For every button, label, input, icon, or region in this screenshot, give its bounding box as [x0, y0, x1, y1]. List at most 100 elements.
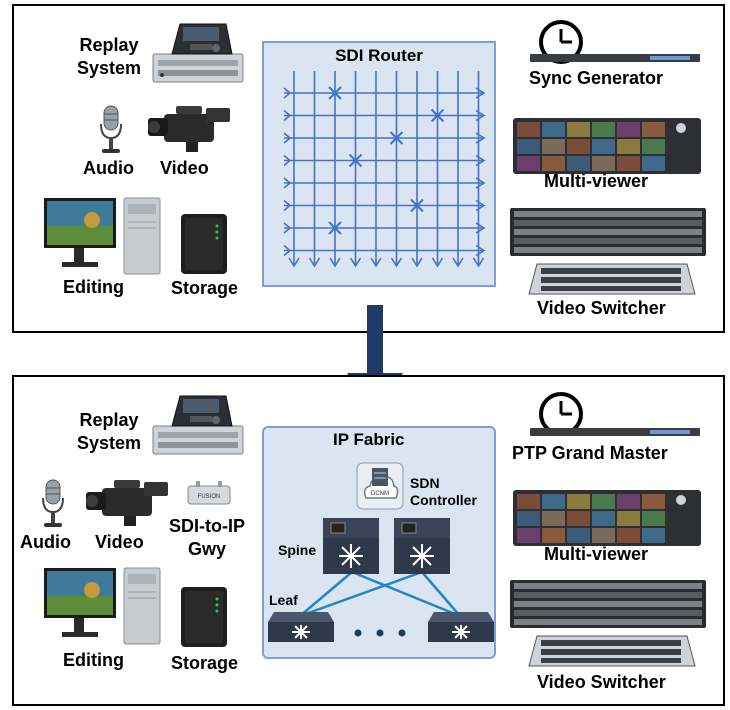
fabric-links — [299, 570, 461, 618]
matrix-output-arrow — [411, 257, 423, 268]
storage-label: Storage — [171, 278, 239, 298]
matrix-output-arrow — [390, 257, 403, 268]
leaf-switch-2 — [428, 612, 494, 642]
rack-icon-bottom — [510, 580, 706, 628]
crosspoint-mark — [328, 86, 342, 100]
video-switcher-label-bottom: Video Switcher — [537, 672, 666, 692]
matrix-output-arrow — [308, 257, 321, 268]
multiviewer-tile — [642, 139, 665, 154]
matrix-input-arrow — [475, 244, 486, 257]
multiviewer-tile — [567, 494, 590, 509]
ptp-grand-master-label: PTP Grand Master — [512, 443, 668, 463]
multiviewer-tile — [517, 139, 540, 154]
multiviewer-label: Multi-viewer — [544, 171, 649, 191]
video-camera-icon-bottom — [86, 480, 168, 526]
ip-fabric-title: IP Fabric — [333, 430, 405, 449]
matrix-input-tail — [283, 154, 292, 167]
matrix-input-tail — [283, 244, 292, 257]
matrix-output-arrow — [288, 257, 300, 268]
multiviewer-icon — [513, 118, 701, 174]
multiviewer-label-bottom: Multi-viewer — [544, 544, 649, 564]
gateway-brand-text: FUSION — [198, 494, 221, 500]
video-label-bottom: Video — [95, 532, 144, 552]
rack-row — [514, 592, 702, 598]
rack-row — [514, 220, 702, 226]
matrix-input-tail — [283, 222, 292, 234]
multiviewer-tile — [542, 494, 565, 509]
multiviewer-tile — [592, 122, 615, 137]
matrix-input-arrow — [475, 222, 486, 234]
matrix-input-tail — [283, 199, 292, 212]
matrix-output-arrow — [452, 257, 464, 268]
matrix-output-arrow — [349, 257, 362, 268]
rack-row — [514, 229, 702, 235]
matrix-input-arrow — [475, 154, 486, 167]
multiviewer-tile — [517, 122, 540, 137]
leaf-ellipsis-dots — [354, 629, 406, 637]
storage-icon-bottom — [181, 587, 227, 647]
matrix-output-arrow — [370, 257, 382, 268]
rack-row — [514, 610, 702, 616]
gateway-label-line2: Gwy — [187, 539, 226, 559]
crosspoint-matrix — [283, 71, 486, 268]
microphone-icon-bottom — [42, 479, 64, 527]
rack-row — [514, 247, 702, 253]
multiviewer-tile — [592, 511, 615, 526]
multiviewer-tile — [542, 122, 565, 137]
leaf-label: Leaf — [269, 592, 298, 608]
multiviewer-tile — [542, 139, 565, 154]
replay-system-label-line2: System — [76, 58, 142, 78]
multiviewer-tile — [542, 156, 565, 171]
multiviewer-tile — [617, 528, 640, 543]
crosspoint-mark — [430, 108, 445, 123]
multiviewer-tile — [617, 511, 640, 526]
replay-system-icon — [152, 23, 244, 83]
multiviewer-icon-bottom — [513, 490, 701, 546]
multiviewer-tile — [592, 494, 615, 509]
multiviewer-tile — [642, 122, 665, 137]
multiviewer-tile — [592, 139, 615, 154]
matrix-input-tail — [283, 109, 292, 122]
rack-router-icon — [510, 208, 706, 256]
multiviewer-tile — [567, 511, 590, 526]
multiviewer-tile — [617, 139, 640, 154]
rack-row — [514, 211, 702, 217]
rack-row — [514, 601, 702, 607]
video-label: Video — [160, 158, 209, 178]
matrix-input-arrow — [475, 87, 486, 99]
sync-generator-device — [530, 54, 700, 62]
multiviewer-tile — [567, 122, 590, 137]
sdn-label-line1: SDN — [410, 475, 440, 491]
multiviewer-tile — [617, 494, 640, 509]
microphone-icon — [100, 105, 122, 153]
editing-workstation-icon — [44, 197, 161, 275]
replay-system-label-line1-bottom: Replay — [79, 410, 139, 430]
audio-label-bottom: Audio — [20, 532, 71, 552]
multiviewer-tile — [642, 494, 665, 509]
ptp-device — [530, 428, 700, 436]
multiviewer-tile — [642, 528, 665, 543]
sdi-to-ip-gateway-icon: FUSION — [187, 481, 231, 505]
matrix-input-arrow — [475, 177, 486, 189]
clock-icon — [539, 20, 583, 64]
matrix-output-arrow — [472, 257, 485, 268]
multiviewer-tile — [567, 139, 590, 154]
video-switcher-icon-bottom — [528, 635, 696, 667]
crosspoint-mark — [410, 198, 424, 213]
sdi-router-box — [262, 41, 496, 287]
matrix-input-arrow — [475, 199, 486, 212]
multiviewer-tile — [617, 156, 640, 171]
multiviewer-tile — [542, 528, 565, 543]
editing-workstation-icon-bottom — [44, 567, 161, 645]
multiviewer-tile — [517, 528, 540, 543]
sync-generator-label: Sync Generator — [529, 68, 664, 88]
crosspoint-mark — [328, 221, 342, 235]
matrix-input-tail — [283, 87, 292, 99]
rack-row — [514, 583, 702, 589]
replay-system-label-line1: Replay — [79, 35, 139, 55]
multiviewer-tile — [592, 528, 615, 543]
multiviewer-tile — [617, 122, 640, 137]
editing-label-bottom: Editing — [63, 650, 124, 670]
dcnm-text: DCNM — [371, 491, 389, 497]
sdn-label-line2: Controller — [410, 492, 477, 508]
